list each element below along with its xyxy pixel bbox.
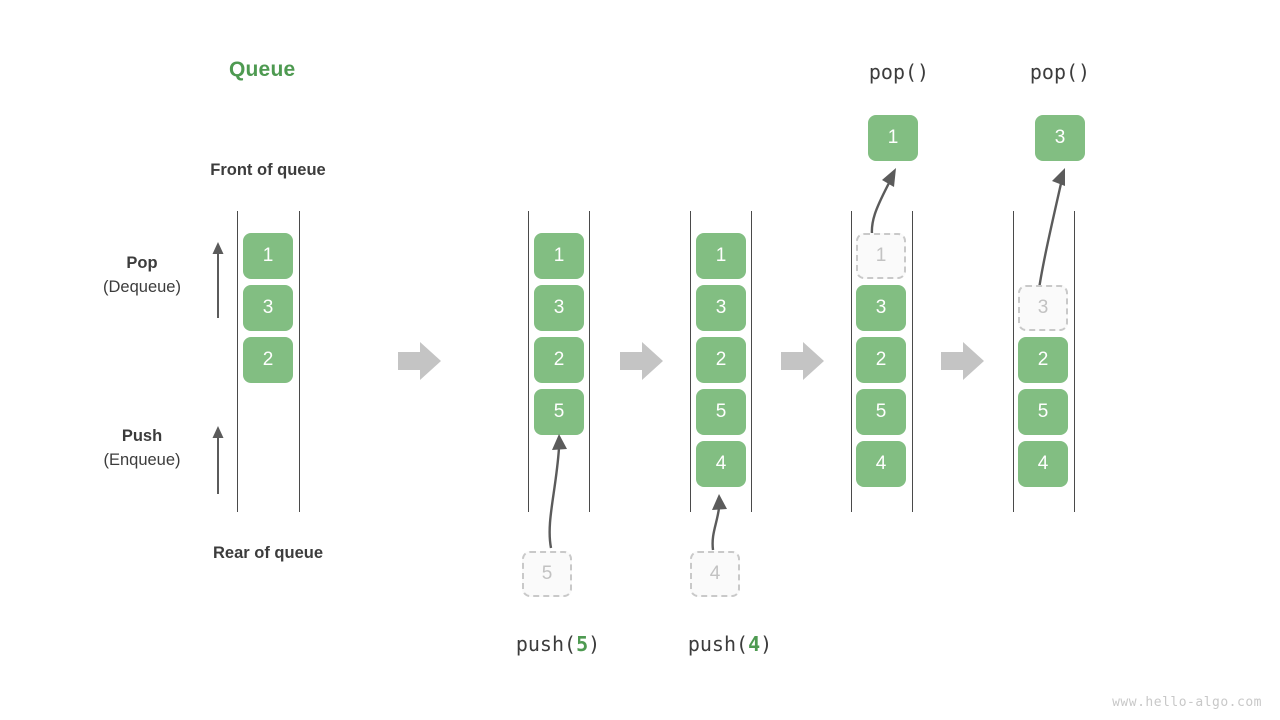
- queue-rail-left-5: [1013, 211, 1014, 512]
- queue-rail-right-4: [912, 211, 913, 512]
- pop-3-caption: pop(): [1029, 60, 1091, 84]
- queue-rail-right-1: [299, 211, 300, 512]
- queue-cell: 2: [856, 337, 906, 383]
- pop-annotation-group: Pop (Dequeue): [42, 252, 242, 300]
- pop-flow-arrow-icon: [1036, 168, 1065, 297]
- queue-cell: 1: [534, 233, 584, 279]
- queue-cell: 2: [534, 337, 584, 383]
- transition-arrow-icon: [620, 342, 663, 380]
- queue-cell: 5: [856, 389, 906, 435]
- enqueue-label: (Enqueue): [103, 451, 181, 469]
- pop-direction-arrow-icon: [212, 242, 224, 318]
- push-direction-arrow-icon: [212, 426, 224, 494]
- push-5-caption: push(5): [478, 632, 638, 656]
- queue-rail-left-2: [528, 211, 529, 512]
- transition-arrow-icon: [781, 342, 824, 380]
- queue-cell: 3: [856, 285, 906, 331]
- queue-cell: 2: [696, 337, 746, 383]
- dequeue-label: (Dequeue): [103, 278, 181, 296]
- incoming-value-placeholder: 4: [690, 551, 740, 597]
- caption-arg: 5: [576, 632, 589, 656]
- push-4-caption: push(4): [650, 632, 810, 656]
- transition-arrow-icon: [941, 342, 984, 380]
- pop-1-caption: pop(): [868, 60, 930, 84]
- queue-cell: 3: [243, 285, 293, 331]
- caption-suffix: ): [760, 632, 773, 656]
- pop-label: Pop: [126, 254, 158, 272]
- popped-value-cell: 1: [868, 115, 918, 161]
- page-title: Queue: [229, 58, 296, 81]
- push-label: Push: [121, 427, 163, 445]
- push-annotation-group: Push (Enqueue): [42, 425, 242, 473]
- transition-arrow-icon: [398, 342, 441, 380]
- queue-cell: 4: [856, 441, 906, 487]
- queue-rail-left-1: [237, 211, 238, 512]
- queue-cell: 3: [534, 285, 584, 331]
- queue-cell: 5: [696, 389, 746, 435]
- popped-value-cell: 3: [1035, 115, 1085, 161]
- queue-cell: 1: [243, 233, 293, 279]
- queue-cell: 2: [1018, 337, 1068, 383]
- queue-cell: 5: [1018, 389, 1068, 435]
- queue-cell: 3: [696, 285, 746, 331]
- queue-cell-vacated: 1: [856, 233, 906, 279]
- queue-rail-right-5: [1074, 211, 1075, 512]
- push-flow-arrow-icon: [548, 434, 567, 549]
- caption-arg: 4: [748, 632, 761, 656]
- queue-cell: 4: [1018, 441, 1068, 487]
- caption-suffix: ): [588, 632, 601, 656]
- front-of-queue-label: Front of queue: [210, 161, 326, 179]
- caption-prefix: push(: [687, 632, 749, 656]
- queue-rail-right-2: [589, 211, 590, 512]
- watermark: www.hello-algo.com: [1112, 695, 1262, 710]
- queue-rail-left-3: [690, 211, 691, 512]
- caption-prefix: push(: [515, 632, 577, 656]
- push-flow-arrow-icon: [711, 494, 727, 551]
- queue-cell: 1: [696, 233, 746, 279]
- incoming-value-placeholder: 5: [522, 551, 572, 597]
- queue-cell-vacated: 3: [1018, 285, 1068, 331]
- queue-rail-right-3: [751, 211, 752, 512]
- queue-cell: 4: [696, 441, 746, 487]
- queue-cell: 5: [534, 389, 584, 435]
- rear-of-queue-label: Rear of queue: [212, 544, 324, 562]
- queue-rail-left-4: [851, 211, 852, 512]
- queue-cell: 2: [243, 337, 293, 383]
